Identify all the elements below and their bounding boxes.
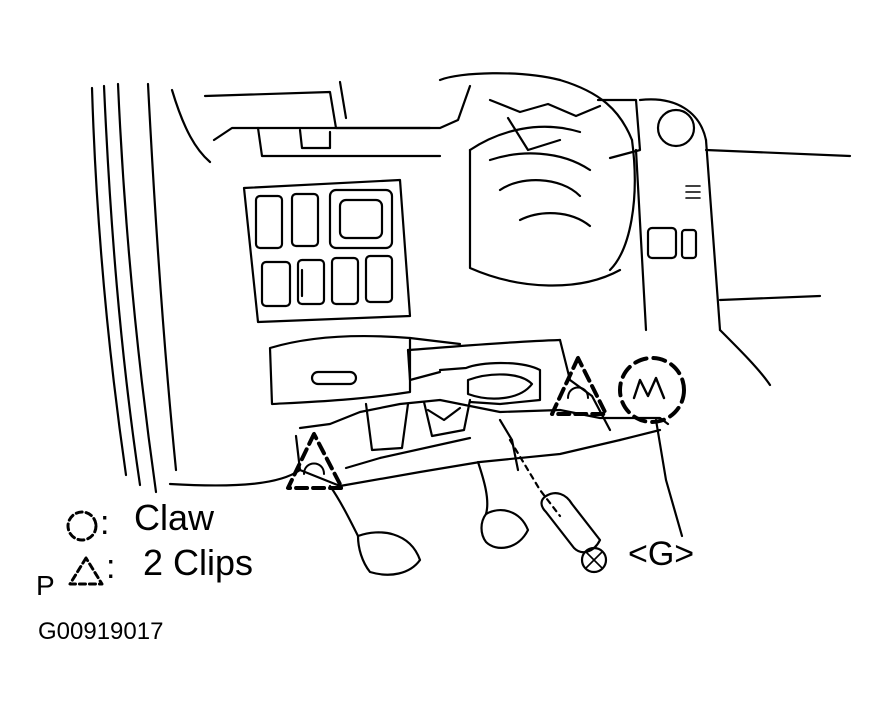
legend-claw-symbol <box>66 510 98 542</box>
lower-panel <box>168 335 462 487</box>
legend-clips-colon: : <box>106 548 116 586</box>
upper-dash-outline <box>203 72 642 287</box>
legend-clips-prefix: P <box>36 570 55 601</box>
callout-line <box>654 418 684 538</box>
view-callout-label: <G> <box>628 535 695 573</box>
door-frame-lines <box>90 82 212 494</box>
legend-claw-colon: : <box>100 504 110 542</box>
legend-claw-label: Claw <box>134 497 215 538</box>
switch-panel <box>242 178 412 324</box>
claw-marker <box>618 356 686 424</box>
figure-id: G00919017 <box>38 618 164 645</box>
right-dash-panel <box>634 98 852 387</box>
clip-marker-left <box>286 432 344 490</box>
legend-clip-symbol <box>68 556 104 586</box>
clip-marker-right <box>550 356 608 416</box>
screw-fastener <box>508 438 608 574</box>
pedals <box>328 460 530 576</box>
legend-clips-label: 2 Clips <box>143 542 254 583</box>
under-cover-part <box>294 338 670 488</box>
